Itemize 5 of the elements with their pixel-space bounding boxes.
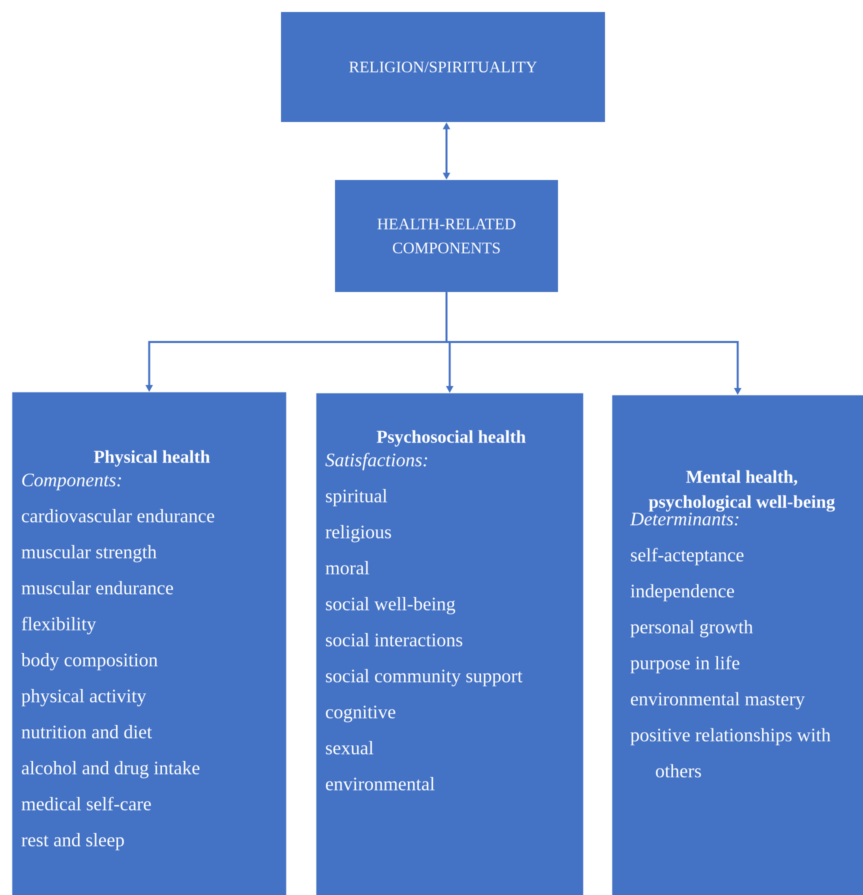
category-box: Mental health, psychological well-being Determinants: self-acteptance independence personal growth purpose in life environmental mastery positive relationships with others [612,395,863,895]
process-box: HEALTH-RELATED COMPONENTS [335,180,558,292]
process-box: RELIGION/SPIRITUALITY [281,12,605,122]
category-box: Physical health Components: cardiovascular endurance muscular strength muscular endurance flexibility body composition physical activity nutrition and diet alcohol and drug intake medical self-care rest and sleep [12,392,286,895]
category-box: Psychosocial health Satisfactions: spiritual religious moral social well-being social interactions social community support cognitive sexual environmental [316,393,584,895]
